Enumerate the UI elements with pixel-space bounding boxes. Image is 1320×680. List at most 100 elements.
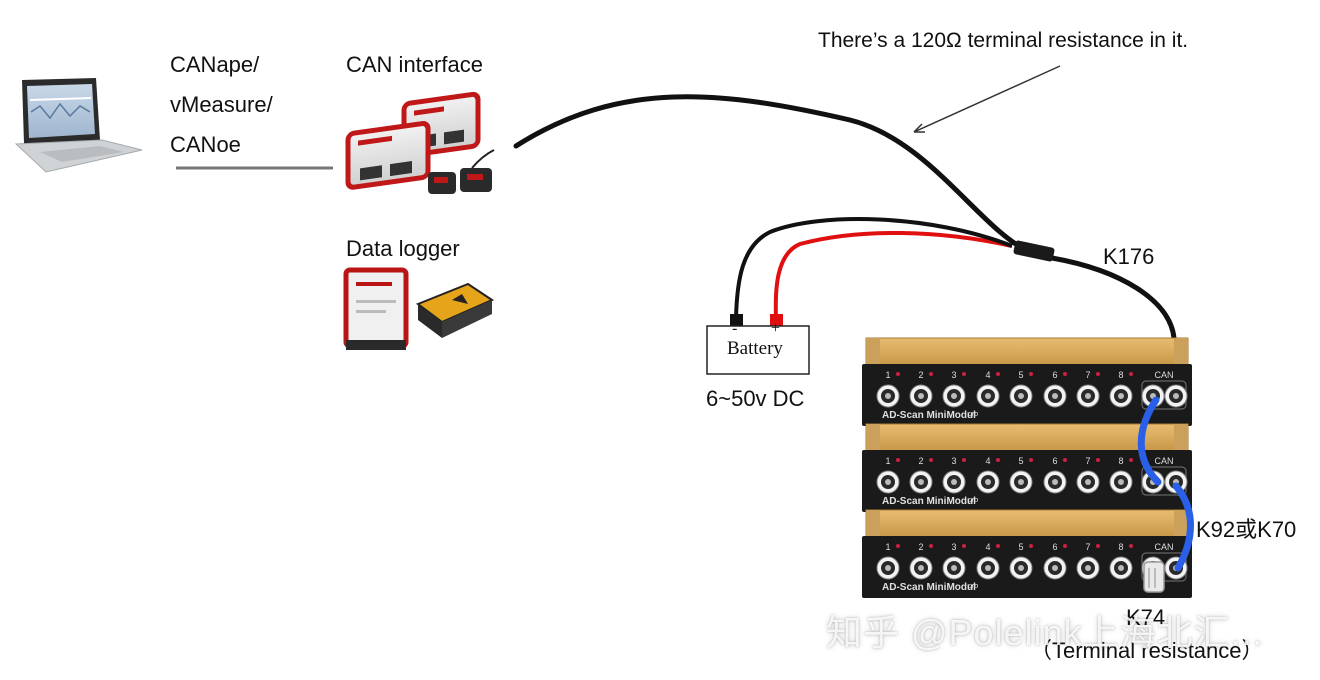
- can-label: CAN: [1154, 542, 1173, 552]
- channel-led: [1063, 458, 1067, 462]
- annotation-arrow: [913, 65, 1061, 133]
- channel-led: [962, 544, 966, 548]
- cable-label-k176: K176: [1103, 244, 1155, 269]
- channel-number: 5: [1018, 456, 1023, 466]
- can-interface-label: CAN interface: [346, 52, 483, 77]
- module-brand: AD-Scan MiniModul: [882, 582, 976, 593]
- channel-number: 7: [1085, 370, 1090, 380]
- cable-label-k92-k70: K92或K70: [1196, 517, 1297, 542]
- data-logger-image: [343, 267, 495, 350]
- software-line-2: vMeasure/: [170, 92, 273, 117]
- channel-led: [1029, 458, 1033, 462]
- link-cable-2: [1172, 482, 1194, 572]
- module-brand-suffix: pro: [967, 497, 978, 504]
- channel-led: [1096, 458, 1100, 462]
- channel-number: 3: [951, 370, 956, 380]
- module-brand-suffix: pro: [967, 583, 978, 590]
- channel-port: [1009, 556, 1033, 580]
- cable-label-k74: K74: [1126, 605, 1166, 630]
- channel-port: [942, 556, 966, 580]
- channel-led: [1129, 458, 1133, 462]
- channel-number: 7: [1085, 456, 1090, 466]
- channel-led: [1129, 544, 1133, 548]
- channel-port: [876, 384, 900, 408]
- channel-port: [942, 384, 966, 408]
- software-line-3: CANoe: [170, 132, 241, 157]
- channel-number: 1: [885, 542, 890, 552]
- module-brand: AD-Scan MiniModul: [882, 410, 976, 421]
- channel-led: [1096, 372, 1100, 376]
- channel-port: [876, 556, 900, 580]
- channel-port: [1043, 556, 1067, 580]
- can-label: CAN: [1154, 370, 1173, 380]
- channel-led: [929, 544, 933, 548]
- power-wire-black: [734, 217, 1013, 319]
- can-label: CAN: [1154, 456, 1173, 466]
- k176-cable: [1051, 255, 1177, 380]
- channel-port: [1109, 556, 1133, 580]
- channel-number: 2: [918, 542, 923, 552]
- channel-led: [1063, 372, 1067, 376]
- battery-label: Battery: [727, 338, 783, 359]
- channel-port: [876, 470, 900, 494]
- channel-led: [962, 372, 966, 376]
- channel-number: 4: [985, 370, 990, 380]
- channel-number: 5: [1018, 370, 1023, 380]
- channel-port: [976, 470, 1000, 494]
- can-interface-image: [345, 91, 495, 194]
- channel-port: [1009, 384, 1033, 408]
- channel-number: 2: [918, 370, 923, 380]
- channel-port: [1009, 470, 1033, 494]
- channel-number: 3: [951, 542, 956, 552]
- channel-led: [896, 372, 900, 376]
- channel-number: 7: [1085, 542, 1090, 552]
- channel-number: 1: [885, 456, 890, 466]
- battery-minus: -: [732, 320, 738, 337]
- module-brand: AD-Scan MiniModul: [882, 496, 976, 507]
- channel-led: [896, 544, 900, 548]
- channel-led: [996, 372, 1000, 376]
- channel-port: [1109, 384, 1133, 408]
- software-line-1: CANape/: [170, 52, 260, 77]
- channel-led: [996, 458, 1000, 462]
- channel-port: [1109, 470, 1133, 494]
- channel-number: 8: [1118, 370, 1123, 380]
- link-cable-1: [1137, 396, 1162, 486]
- channel-number: 8: [1118, 542, 1123, 552]
- channel-number: 4: [985, 542, 990, 552]
- channel-number: 6: [1052, 542, 1057, 552]
- laptop-icon: [14, 78, 143, 173]
- channel-port: [909, 470, 933, 494]
- annotation-text: There’s a 120Ω terminal resistance in it…: [818, 29, 1189, 52]
- channel-port: [1076, 556, 1100, 580]
- channel-led: [1029, 544, 1033, 548]
- terminator-note: （Terminal resistance）: [1030, 638, 1264, 663]
- channel-number: 4: [985, 456, 990, 466]
- channel-port: [1076, 470, 1100, 494]
- channel-led: [929, 372, 933, 376]
- can-port-out: [1164, 384, 1188, 408]
- channel-led: [896, 458, 900, 462]
- channel-number: 1: [885, 370, 890, 380]
- channel-led: [962, 458, 966, 462]
- channel-led: [996, 544, 1000, 548]
- channel-led: [929, 458, 933, 462]
- channel-port: [976, 556, 1000, 580]
- battery-voltage: 6~50v DC: [706, 386, 805, 411]
- power-wire-red: [773, 230, 1013, 319]
- module-brand-suffix: pro: [967, 411, 978, 418]
- channel-port: [1076, 384, 1100, 408]
- can-cable-main: [513, 94, 1033, 255]
- channel-led: [1063, 544, 1067, 548]
- battery-box: [706, 314, 810, 375]
- channel-port: [909, 384, 933, 408]
- channel-port: [1043, 384, 1067, 408]
- channel-number: 2: [918, 456, 923, 466]
- channel-number: 8: [1118, 456, 1123, 466]
- channel-number: 3: [951, 456, 956, 466]
